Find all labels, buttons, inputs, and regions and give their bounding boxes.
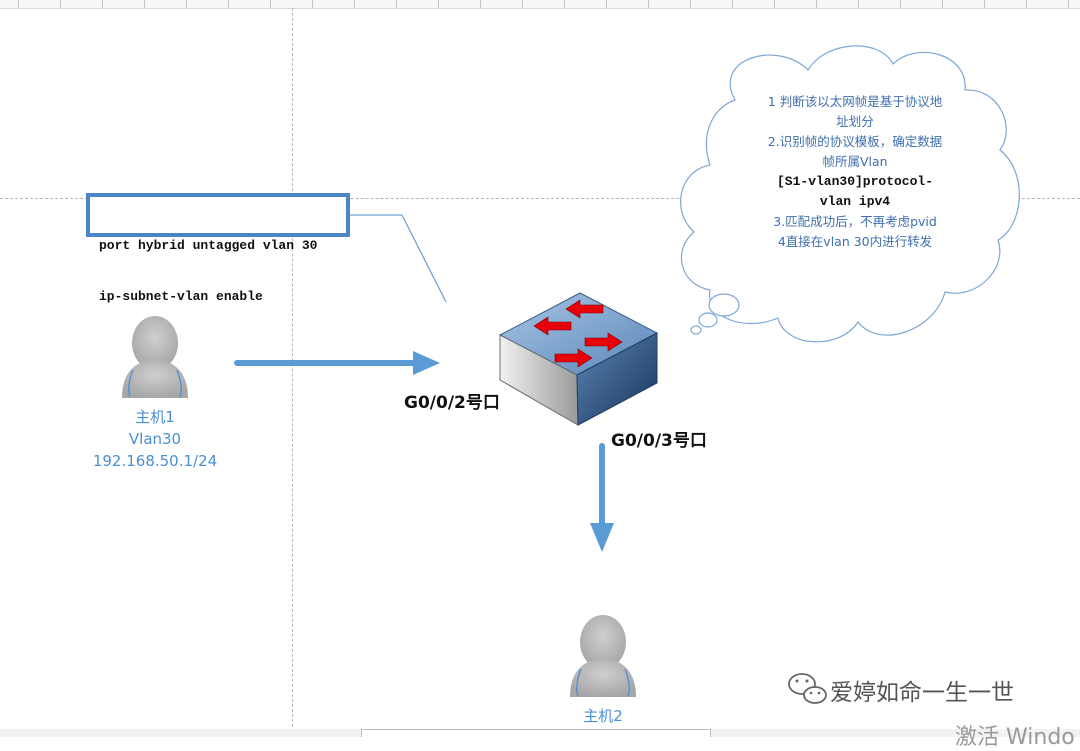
ruler-tick [816,0,817,8]
ruler-tick [480,0,481,8]
ruler-tick [690,0,691,8]
ruler-tick [732,0,733,8]
host2-person-icon [570,615,636,697]
switch-icon [498,292,659,426]
ruler-tick [438,0,439,8]
ruler-tick [60,0,61,8]
cloud-note-line-2: 址划分 [836,114,874,129]
command-box: port hybrid untagged vlan 30 ip-subnet-v… [86,193,350,304]
ruler-tick [606,0,607,8]
cloud-note-line-1: 1 判断该以太网帧是基于协议地 [767,94,943,109]
vertical-guide-line [292,8,293,737]
host1-name: 主机1 [135,408,175,426]
horizontal-guide-line [0,198,1080,199]
ruler-tick [186,0,187,8]
wechat-icon [788,673,827,704]
ruler-tick [774,0,775,8]
host1-vlan: Vlan30 [128,430,182,448]
ruler-tick [270,0,271,8]
ruler-tick [396,0,397,8]
outbound-port-label: G0/0/3号口 [611,431,707,451]
cloud-note-line-8: 4直接在vlan 30内进行转发 [777,234,933,249]
watermark-text: 爱婷如命一生一世 [830,680,1014,706]
ruler-tick [984,0,985,8]
inbound-arrow [234,351,440,375]
ruler-tick [1026,0,1027,8]
ruler-tick [102,0,103,8]
host2-name: 主机2 [583,707,623,725]
ruler-tick [942,0,943,8]
ruler-tick [144,0,145,8]
top-ruler [0,0,1080,9]
ruler-tick [354,0,355,8]
ruler-tick [312,0,313,8]
ruler-tick [900,0,901,8]
ruler-tick [1068,0,1069,8]
ruler-tick [18,0,19,8]
windows-activation-text: 激活 Windo [955,725,1075,750]
command-line-1: port hybrid untagged vlan 30 [99,238,318,253]
inbound-port-label: G0/0/2号口 [404,393,500,413]
cloud-note-line-6: vlan ipv4 [819,194,891,209]
cloud-note-text: 1 判断该以太网帧是基于协议地 址划分 2.识别帧的协议模板，确定数据 帧所属V… [736,92,974,252]
bottom-panel [361,729,711,737]
cloud-note-line-3: 2.识别帧的协议模板，确定数据 [767,134,943,149]
host1-person-icon [122,316,188,398]
ruler-tick [648,0,649,8]
host1-ip: 192.168.50.1/24 [92,452,218,470]
callout-connector [350,214,447,303]
ruler-tick [522,0,523,8]
command-line-2: ip-subnet-vlan enable [99,289,263,304]
ruler-tick [228,0,229,8]
ruler-tick [858,0,859,8]
cloud-note-line-5: [S1-vlan30]protocol- [776,174,934,189]
cloud-note-line-7: 3.匹配成功后，不再考虑pvid [773,214,937,229]
ruler-tick [564,0,565,8]
host1-labels: 主机1 Vlan30 192.168.50.1/24 [75,406,235,472]
thought-cloud [680,45,1020,343]
outbound-arrow [590,443,614,552]
cloud-note-line-4: 帧所属Vlan [822,154,888,169]
